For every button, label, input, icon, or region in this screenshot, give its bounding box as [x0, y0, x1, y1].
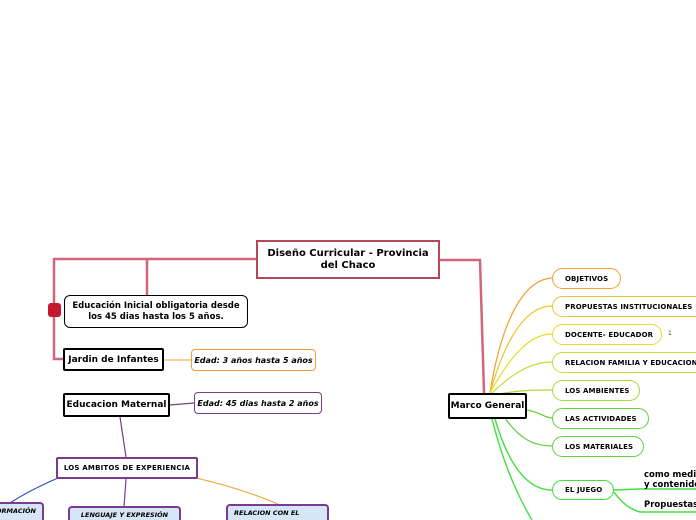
juego-child-medio-label: como medio y contenido [644, 470, 696, 490]
branch-familia-label: RELACION FAMILIA Y EDUCACION [565, 358, 696, 367]
node-ambito-lenguaje[interactable]: LENGUAJE Y EXPRESIÓN [68, 506, 181, 520]
juego-child-propuestas-label: Propuestas [644, 500, 696, 510]
link-marco-docente [489, 333, 553, 394]
branch-materiales-label: LOS MATERIALES [565, 442, 634, 451]
node-marco-label: Marco General [450, 401, 525, 411]
central-topic-label: Diseño Curricular - Provincia del Chaco [267, 247, 429, 271]
node-educacion-inicial[interactable]: Educación Inicial obligatoria desde los … [64, 295, 248, 328]
link-juego-propuestas [613, 491, 696, 513]
note-jardin-edad[interactable]: Edad: 3 años hasta 5 años [191, 349, 316, 371]
branch-docente-educador[interactable]: DOCENTE- EDUCADOR [552, 324, 662, 345]
juego-child-medio-contenido[interactable]: como medio y contenido [644, 470, 696, 490]
link-central-to-marco [440, 258, 486, 394]
node-ambitos-label: LOS AMBITOS DE EXPERIENCIA [63, 464, 191, 472]
node-jardin-de-infantes[interactable]: Jardin de Infantes [63, 348, 164, 371]
central-topic[interactable]: Diseño Curricular - Provincia del Chaco [256, 240, 440, 279]
link-marco-materiales [504, 417, 553, 447]
branch-objetivos[interactable]: OBJETIVOS [552, 268, 621, 289]
link-marco-propuestas [489, 305, 553, 394]
link-maternal-edad [169, 402, 195, 406]
branch-objetivos-label: OBJETIVOS [565, 274, 609, 283]
branch-docente-label: DOCENTE- EDUCADOR [565, 330, 654, 339]
docente-count-badge: 1 [668, 330, 672, 337]
branch-ambientes-label: LOS AMBIENTES [565, 386, 630, 395]
branch-el-juego[interactable]: EL JUEGO [552, 480, 614, 500]
node-ambito-formacion[interactable]: FORMACIÓN [0, 502, 44, 520]
link-maternal-ambitos [119, 416, 127, 458]
branch-actividades-label: LAS ACTIVIDADES [565, 414, 637, 423]
node-maternal-label: Educacion Maternal [66, 400, 167, 410]
note-jardin-edad-label: Edad: 3 años hasta 5 años [194, 355, 313, 365]
note-maternal-edad[interactable]: Edad: 45 dias hasta 2 años [194, 392, 322, 414]
note-maternal-edad-label: Edad: 45 dias hasta 2 años [197, 398, 319, 408]
link-ambitos-lenguaje [123, 478, 127, 508]
node-ambitos-experiencia[interactable]: LOS AMBITOS DE EXPERIENCIA [56, 457, 198, 479]
link-marco-juego [494, 418, 553, 491]
link-marco-offscreen [491, 418, 533, 520]
node-ambito-formacion-label: FORMACIÓN [0, 507, 36, 515]
branch-los-materiales[interactable]: LOS MATERIALES [552, 436, 644, 457]
node-marco-general[interactable]: Marco General [448, 393, 527, 419]
link-ambitos-relacion [195, 477, 279, 505]
node-ambito-lenguaje-label: LENGUAJE Y EXPRESIÓN [80, 511, 169, 519]
node-educacion-inicial-label: Educación Inicial obligatoria desde los … [72, 300, 240, 322]
node-ambito-relacion-label: RELACION CON EL [234, 509, 300, 517]
branch-los-ambientes[interactable]: LOS AMBIENTES [552, 380, 640, 401]
link-marco-familia [489, 361, 553, 396]
node-ambito-relacion[interactable]: RELACION CON EL [226, 504, 329, 520]
branch-propuestas-label: PROPUESTAS INSTITUCIONALES [565, 302, 693, 311]
node-jardin-label: Jardin de Infantes [68, 354, 159, 365]
branch-propuestas-institucionales[interactable]: PROPUESTAS INSTITUCIONALES [552, 296, 696, 317]
juego-child-propuestas[interactable]: Propuestas [644, 500, 696, 512]
branch-juego-label: EL JUEGO [565, 486, 603, 494]
red-square-marker-icon [48, 303, 61, 317]
link-marco-actividades [526, 409, 553, 419]
branch-las-actividades[interactable]: LAS ACTIVIDADES [552, 408, 649, 429]
node-educacion-maternal[interactable]: Educacion Maternal [63, 393, 170, 417]
link-ambitos-formacion [9, 477, 59, 504]
link-juego-medio [613, 488, 696, 491]
branch-relacion-familia[interactable]: RELACION FAMILIA Y EDUCACION [552, 352, 696, 373]
link-marco-objetivos [489, 277, 553, 394]
